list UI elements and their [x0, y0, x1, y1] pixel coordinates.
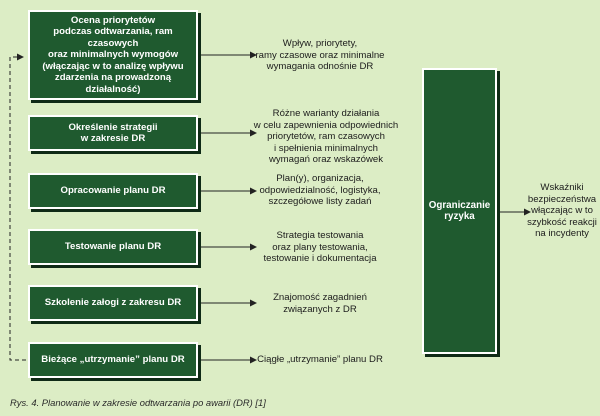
output-text-testing: Strategia testowania oraz plany testowan… — [263, 230, 377, 265]
feedback-loop-line — [9, 53, 26, 361]
step-box-staff-training: Szkolenie załogi z zakresu DR — [28, 285, 198, 321]
step-box-plan-development: Opracowanie planu DR — [28, 173, 198, 209]
step-box-priorities-assessment: Ocena priorytetów podczas odtwarzania, r… — [28, 10, 198, 100]
output-text-priorities: Wpływ, priorytety, ramy czasowe oraz min… — [255, 38, 385, 73]
output-text-training: Znajomość zagadnień związanych z DR — [273, 292, 367, 315]
result-text-security-indicators: Wskaźniki bezpieczeństwa włączając w to … — [527, 182, 597, 240]
step-box-plan-testing: Testowanie planu DR — [28, 229, 198, 265]
step-box-strategy-definition: Określenie strategii w zakresie DR — [28, 115, 198, 151]
risk-reduction-block: Ograniczanie ryzyka — [422, 68, 497, 354]
output-text-maintenance: Ciągłe „utrzymanie” planu DR — [257, 354, 383, 365]
output-text-plan: Plan(y), organizacja, odpowiedzialność, … — [259, 173, 381, 208]
figure-caption: Rys. 4. Planowanie w zakresie odtwarzani… — [10, 397, 266, 408]
step-box-plan-maintenance: Bieżące „utrzymanie” planu DR — [28, 342, 198, 378]
output-text-strategy: Różne warianty działania w celu zapewnie… — [253, 108, 399, 166]
